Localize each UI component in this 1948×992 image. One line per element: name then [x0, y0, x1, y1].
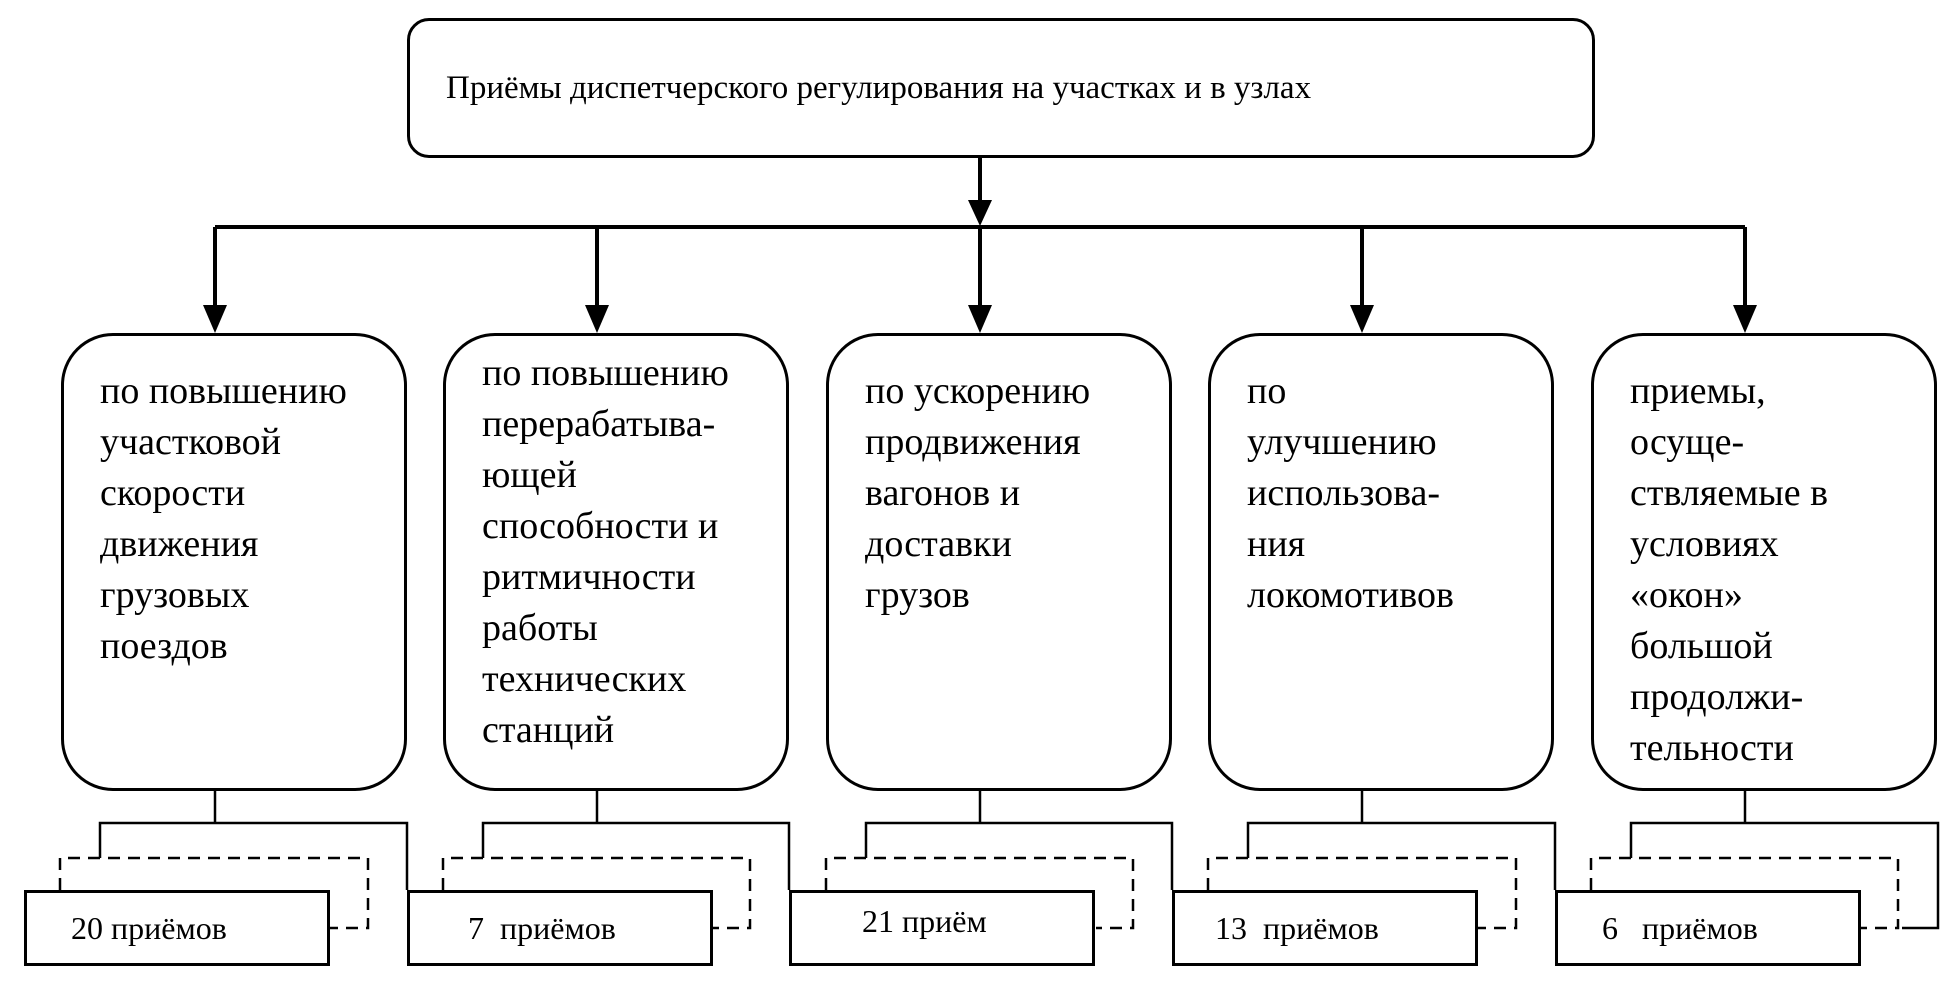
root-label: Приёмы диспетчерского регулирования на у…: [446, 69, 1312, 106]
count-box: 13 приёмов: [1172, 890, 1478, 966]
branch-arrow: [968, 227, 992, 333]
count-label: 21 приём: [862, 903, 987, 939]
branch-arrow: [1350, 227, 1374, 333]
category-label: по ускорению продвижения вагонов и доста…: [865, 370, 1091, 616]
root-node: Приёмы диспетчерского регулирования на у…: [407, 18, 1595, 158]
count-box: 21 приём: [789, 890, 1095, 966]
category-label: приемы, осуще- ствляемые в условиях «око…: [1630, 370, 1829, 769]
branch-arrow: [203, 227, 227, 333]
stack-4: [1206, 791, 1557, 930]
category-node: по ускорению продвижения вагонов и доста…: [826, 333, 1172, 791]
category-label: по улучшению использова- ния локомотивов: [1247, 370, 1454, 616]
count-label: 6 приёмов: [1602, 909, 1758, 946]
count-box: 7 приёмов: [407, 890, 713, 966]
count-label: 7 приёмов: [468, 909, 616, 946]
category-node: по улучшению использова- ния локомотивов: [1208, 333, 1554, 791]
count-box: 6 приёмов: [1555, 890, 1861, 966]
count-label: 13 приёмов: [1215, 909, 1379, 946]
stack-2: [441, 791, 791, 930]
category-node: приемы, осуще- ствляемые в условиях «око…: [1591, 333, 1937, 791]
root-arrowhead: [968, 200, 992, 226]
count-box: 20 приёмов: [24, 890, 330, 966]
stack-3: [824, 791, 1174, 930]
category-label: по повышению участковой скорости движени…: [100, 370, 347, 667]
stack-5: [1589, 791, 1940, 930]
stack-1: [58, 791, 409, 930]
category-node: по повышению перерабатыва- ющей способно…: [443, 333, 789, 791]
branch-arrow: [1733, 227, 1757, 333]
branch-arrow: [585, 227, 609, 333]
category-label: по повышению перерабатыва- ющей способно…: [482, 352, 729, 751]
category-node: по повышению участковой скорости движени…: [61, 333, 407, 791]
count-label: 20 приёмов: [71, 909, 227, 946]
